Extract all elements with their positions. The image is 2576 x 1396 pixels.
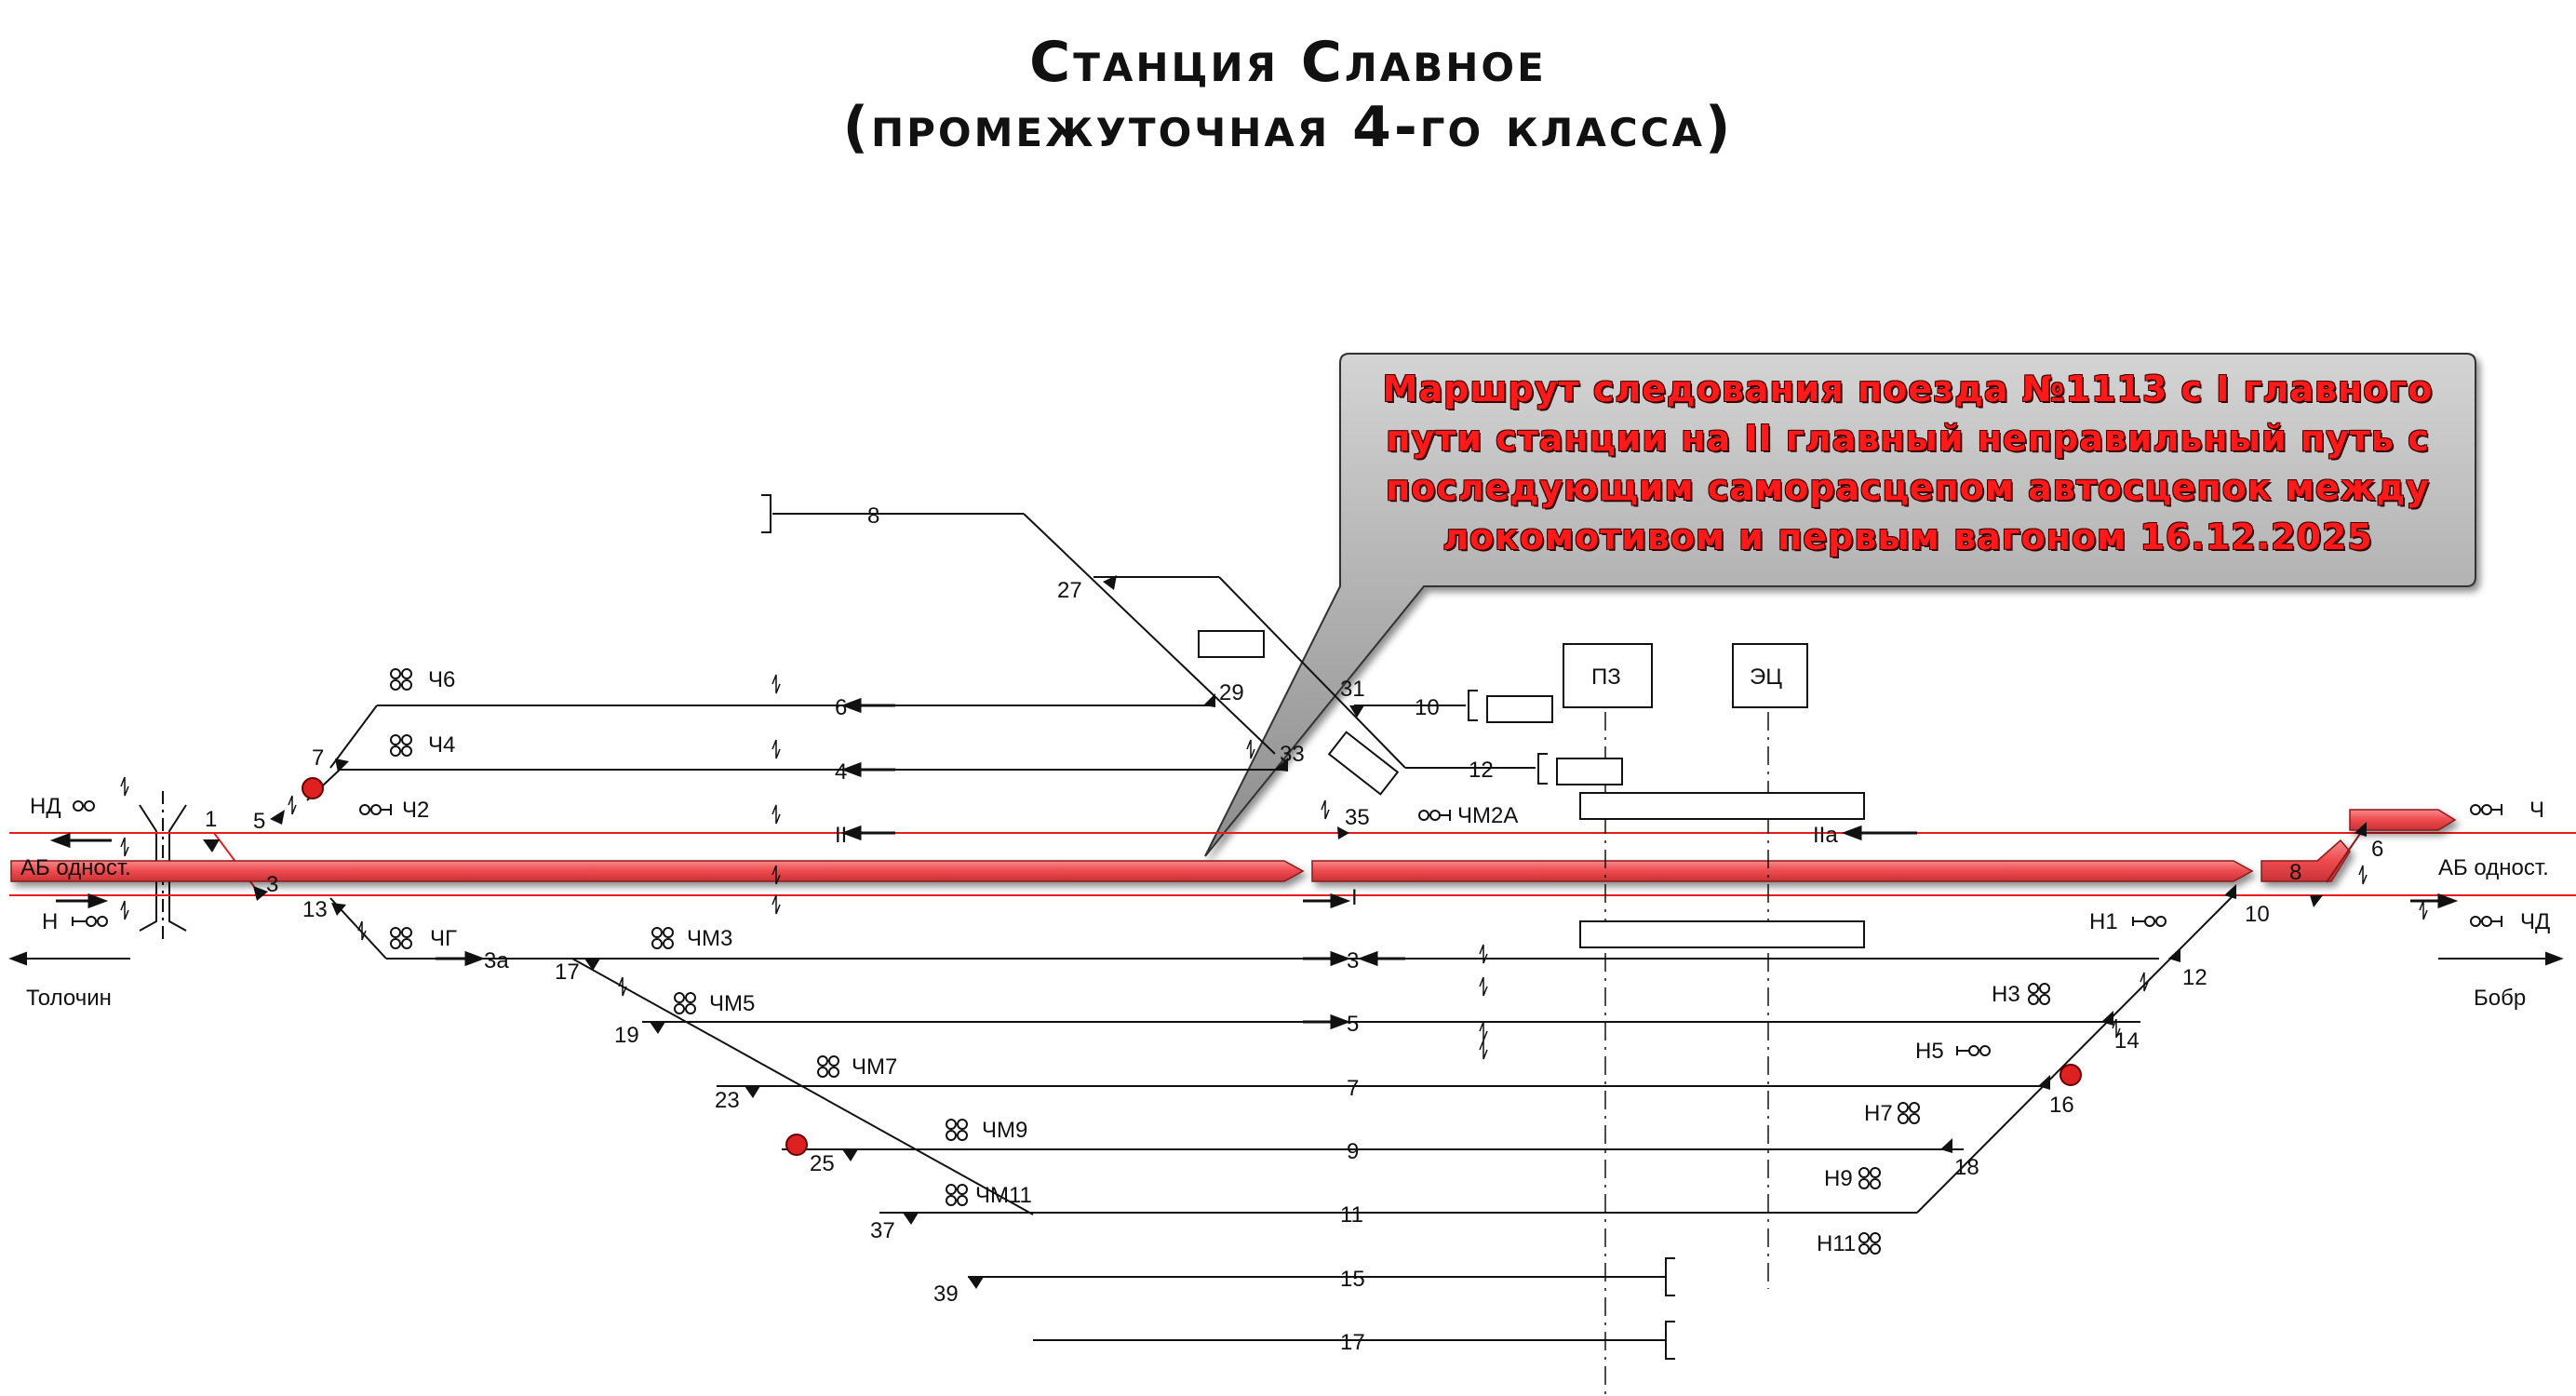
signal-chm3-label: ЧМ3 <box>687 926 732 951</box>
building-pz-label: ПЗ <box>1591 664 1621 690</box>
track-5-label: 5 <box>1347 1012 1359 1037</box>
platform-lower <box>1579 920 1865 948</box>
small-building-a <box>1198 630 1265 658</box>
track-I-label: I <box>1351 885 1358 910</box>
signal-chm5-label: ЧМ5 <box>709 991 755 1016</box>
block-right-label: АБ одност. <box>2438 855 2549 880</box>
track-II-label: II <box>835 823 847 848</box>
track-9-label: 9 <box>1347 1139 1359 1164</box>
switch-35-label: 35 <box>1345 805 1370 830</box>
switch-29-label: 29 <box>1219 680 1244 705</box>
direction-right-label: Бобр <box>2474 986 2526 1011</box>
switch-10-label: 10 <box>2245 902 2270 927</box>
track-IIa-label: IIa <box>1813 823 1838 848</box>
switch-7-label: 7 <box>312 745 324 771</box>
signal-ch4-label: Ч4 <box>428 732 455 758</box>
signal-chm2a-label: ЧМ2А <box>1457 803 1518 828</box>
switch-6-label: 6 <box>2371 837 2383 862</box>
signal-n9-label: Н9 <box>1824 1166 1853 1191</box>
switch-13-label: 13 <box>302 897 328 922</box>
switch-12-label: 12 <box>2182 965 2207 990</box>
switch-39-label: 39 <box>933 1282 959 1307</box>
track-lines <box>19 494 2550 1360</box>
track-12-label: 12 <box>1469 758 1494 783</box>
switch-8-label: 8 <box>2289 860 2301 885</box>
track-6-label: 6 <box>835 695 847 720</box>
small-building-b <box>1486 695 1553 723</box>
switch-25-label: 25 <box>810 1151 835 1176</box>
switch-5-label: 5 <box>253 809 265 834</box>
switch-23-label: 23 <box>715 1088 740 1113</box>
track-15-label: 15 <box>1340 1267 1365 1292</box>
signal-ch-label: Ч <box>2529 798 2544 823</box>
signal-n5-label: Н5 <box>1915 1039 1944 1064</box>
signal-n7-label: Н7 <box>1864 1101 1893 1126</box>
platform-upper <box>1579 792 1865 820</box>
building-ec <box>1732 643 1808 708</box>
signal-ch2-label: Ч2 <box>402 798 429 823</box>
switch-27-label: 27 <box>1057 578 1082 603</box>
switch-14-label: 14 <box>2114 1028 2140 1054</box>
signal-chd-label: ЧД <box>2520 909 2550 934</box>
signal-chg-label: ЧГ <box>430 926 457 951</box>
signal-symbols <box>72 668 2502 1255</box>
track-17-label: 17 <box>1340 1330 1365 1355</box>
switch-31-label: 31 <box>1340 677 1365 702</box>
signal-n3-label: Н3 <box>1992 982 2020 1007</box>
switch-18-label: 18 <box>1954 1155 1979 1180</box>
direction-arrows <box>49 697 2459 1030</box>
signal-ch6-label: Ч6 <box>428 667 455 692</box>
signal-chm11-label: ЧМ11 <box>975 1183 1032 1208</box>
small-building-d <box>1327 731 1400 796</box>
track-10-label: 10 <box>1415 695 1440 720</box>
building-ec-label: ЭЦ <box>1750 664 1782 690</box>
signal-chm9-label: ЧМ9 <box>982 1118 1027 1143</box>
signal-n-label: Н <box>42 909 58 934</box>
track-4-label: 4 <box>835 759 847 785</box>
switch-17-label: 17 <box>555 960 580 985</box>
switch-3-label: 3 <box>266 872 278 897</box>
track-3-label: 3 <box>1347 948 1359 973</box>
page-title: Станция Славное <box>1029 30 1547 95</box>
signal-n11-label: Н11 <box>1817 1231 1856 1256</box>
track-8-label: 8 <box>867 503 879 529</box>
switch-1-label: 1 <box>205 807 217 832</box>
small-building-c <box>1556 758 1623 785</box>
building-pz <box>1563 643 1653 708</box>
switch-16-label: 16 <box>2049 1093 2074 1118</box>
signal-n1-label: Н1 <box>2089 909 2118 934</box>
route-bars <box>10 809 2457 882</box>
switch-19-label: 19 <box>614 1023 639 1048</box>
track-7-label: 7 <box>1347 1076 1359 1101</box>
switch-37-label: 37 <box>870 1218 895 1243</box>
signal-nd-label: НД <box>30 794 61 819</box>
callout-text: Маршрут следования поезда №1113 с I глав… <box>1382 369 2434 557</box>
signal-chm7-label: ЧМ7 <box>852 1054 897 1080</box>
switch-33-label: 33 <box>1280 742 1305 767</box>
track-11-label: 11 <box>1340 1202 1363 1228</box>
direction-left-label: Толочин <box>26 986 112 1011</box>
switch-markers <box>203 575 2367 1289</box>
damage-markers <box>302 777 2082 1156</box>
track-3a-label: 3а <box>484 948 509 973</box>
insulating-joints <box>120 674 2428 1060</box>
block-left-label: АБ одност. <box>20 855 131 880</box>
callout-bubble <box>1204 353 2476 857</box>
page-subtitle: (промежуточная 4-го класса) <box>842 95 1734 160</box>
outbound-arrows <box>8 951 2564 966</box>
